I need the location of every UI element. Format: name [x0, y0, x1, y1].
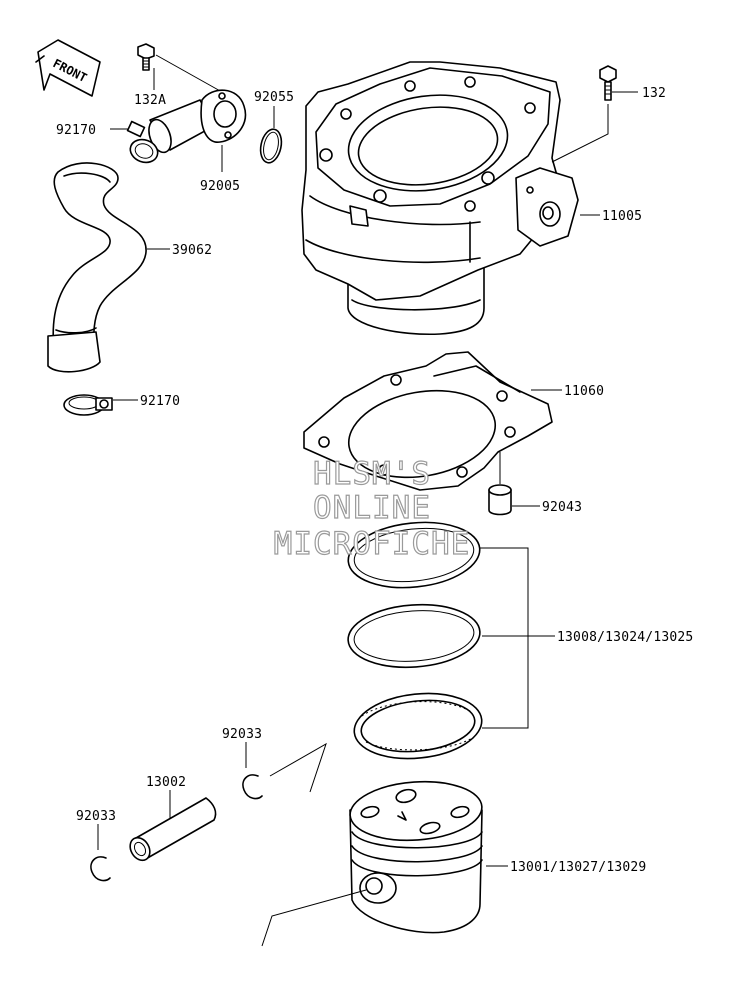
label-11005: 11005	[602, 209, 642, 224]
bolt-132	[551, 65, 638, 163]
circlip-92033-right	[242, 742, 327, 800]
label-11060: 11060	[564, 384, 604, 399]
hose-clamp-92170-top	[110, 120, 159, 164]
label-132a: 132A	[134, 93, 166, 108]
label-92170-bottom: 92170	[140, 394, 180, 409]
piston-rings	[347, 521, 555, 760]
label-92033-left: 92033	[76, 809, 116, 824]
watermark: HLSM'S ONLINE MICROFICHE	[273, 455, 471, 562]
label-13008-13024-13025: 13008/13024/13025	[557, 630, 693, 645]
watermark-line2: ONLINE	[313, 490, 431, 526]
front-arrow-icon: FRONT	[35, 39, 101, 97]
o-ring-92055	[259, 106, 283, 164]
label-132: 132	[642, 86, 666, 101]
circlip-92033-left	[90, 824, 111, 882]
label-92043: 92043	[542, 500, 582, 515]
cylinder-block-11005	[301, 61, 600, 336]
hose-clamp-92170-bottom	[63, 394, 138, 416]
piston-13001	[261, 780, 508, 947]
label-13001-13027-13029: 13001/13027/13029	[510, 860, 646, 875]
watermark-line1: HLSM'S	[313, 456, 431, 492]
label-92033-right: 92033	[222, 727, 262, 742]
coolant-hose-39062	[47, 162, 170, 373]
label-13002: 13002	[146, 775, 186, 790]
water-fitting-92005	[148, 89, 247, 172]
watermark-line3: MICROFICHE	[274, 526, 471, 562]
label-39062: 39062	[172, 243, 212, 258]
dowel-pin-92043	[488, 452, 540, 516]
label-92170-top: 92170	[56, 123, 96, 138]
base-gasket-11060	[303, 351, 562, 491]
label-92055: 92055	[254, 90, 294, 105]
label-92005: 92005	[200, 179, 240, 194]
piston-pin-13002	[129, 790, 217, 862]
bolt-132a	[137, 43, 223, 93]
